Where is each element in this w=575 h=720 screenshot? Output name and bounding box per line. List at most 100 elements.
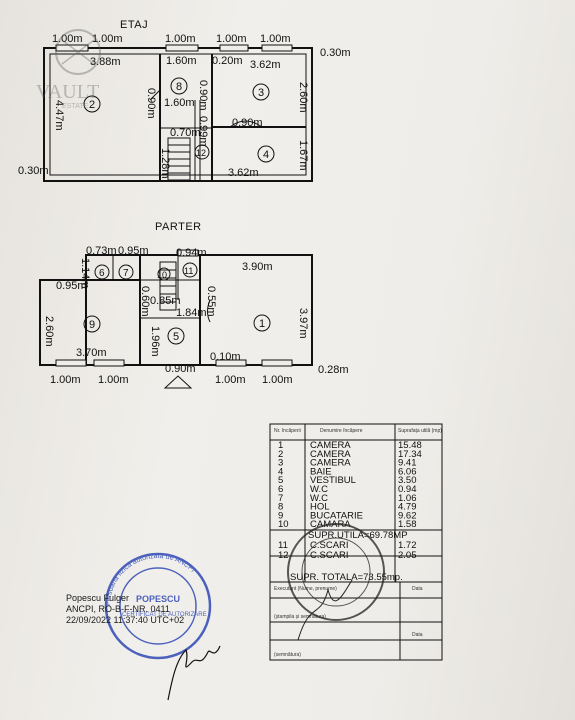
signature-timestamp: 22/09/2022 11:37:40 UTC+02 xyxy=(66,615,185,625)
etaj-room-numbers: 2 8 3 4 12 xyxy=(83,77,275,163)
dim-label: 2.60m xyxy=(297,82,309,113)
dim-label: 0.30m xyxy=(320,47,351,59)
table-cell-name: CAMERA xyxy=(310,440,351,451)
room-number: 4 xyxy=(263,149,269,161)
dim-label: 1.67m xyxy=(297,140,309,171)
table-cell-nr: 7 xyxy=(278,493,283,504)
dim-label: 0.30m xyxy=(18,165,49,177)
signer-authority: ANCPI, RO-B-F-NR. 0411 xyxy=(66,604,170,614)
room-number: 12 xyxy=(196,148,206,158)
table-cell-name: W.C xyxy=(310,493,328,504)
dim-label: 0.95m xyxy=(118,245,149,257)
table-cell-name: CAMERA xyxy=(310,458,351,469)
dim-label: 0.90m xyxy=(232,117,263,129)
table-cell-area: 1.58 xyxy=(398,519,417,530)
dim-label: 3.62m xyxy=(228,167,259,179)
parter-plan xyxy=(39,249,313,389)
parter-title: PARTER xyxy=(155,221,202,233)
dim-label: 3.88m xyxy=(90,56,121,68)
watermark-logo: VAULT ESTATE xyxy=(36,29,101,110)
table-cell-nr: 2 xyxy=(278,449,283,460)
dim-label: 1.00m xyxy=(92,33,123,45)
table-cell-area: 15.48 xyxy=(398,440,422,451)
etaj-dimensions: 1.00m 1.00m 1.00m 1.00m 1.00m 0.30m 3.88… xyxy=(18,33,351,179)
surf-total: SUPR. TOTALA=73.55mp. xyxy=(290,572,403,583)
dim-label: 0.90m xyxy=(165,363,196,375)
table-cell-nr: 3 xyxy=(278,458,283,469)
dim-label: 1.00m xyxy=(98,374,129,386)
stamp-name: POPESCU xyxy=(136,594,180,604)
dim-label: 1.00m xyxy=(50,374,81,386)
table-cell-name: BUCATARIE xyxy=(310,510,363,521)
watermark-text: VAULT xyxy=(36,81,99,103)
room-number: 8 xyxy=(176,81,182,93)
dim-label: 0.85m xyxy=(150,295,181,307)
dim-label: 1.00m xyxy=(262,374,293,386)
signature-scribble xyxy=(167,579,353,701)
table-cell-nr: 1 xyxy=(278,440,283,451)
table-cell-area: 6.06 xyxy=(398,466,417,477)
table-cell-area: 17.34 xyxy=(398,449,422,460)
room-number: 6 xyxy=(99,268,105,279)
digital-signature: Popescu Fulger ANCPI, RO-B-F-NR. 0411 22… xyxy=(66,593,184,626)
dim-label: 1.14m xyxy=(79,258,91,289)
table-cell-area: 1.06 xyxy=(398,493,417,504)
dim-label: 0.94m xyxy=(176,247,207,259)
table-head-name: Denumire încăpere xyxy=(320,428,363,434)
dim-label: 1.60m xyxy=(164,97,195,109)
dim-label: 0.99m xyxy=(197,116,209,147)
dim-label: 1.96m xyxy=(149,326,161,357)
table-cell-area: 9.62 xyxy=(398,510,417,521)
table-cell-area: 3.50 xyxy=(398,475,417,486)
surf-utila: SUPR.UTILA=69.78MP xyxy=(308,530,408,541)
table-cell-nr: 5 xyxy=(278,475,283,486)
dim-label: 1.84m xyxy=(176,307,207,319)
table-cell-nr: 11 xyxy=(278,540,288,551)
table-stamp xyxy=(287,523,385,621)
etaj-title: ETAJ xyxy=(120,19,148,31)
date-label-2: Data xyxy=(412,632,423,638)
room-table-frame xyxy=(269,423,443,661)
room-number: 2 xyxy=(89,99,95,111)
room-number: 9 xyxy=(89,319,95,331)
table-head-nr: Nr. încăperii xyxy=(274,428,301,434)
dim-label: 1.00m xyxy=(260,33,291,45)
dim-label: 0.20m xyxy=(212,55,243,67)
room-number: 7 xyxy=(123,268,129,279)
room-number: 10 xyxy=(157,270,167,280)
dim-label: 0.95m xyxy=(56,280,87,292)
table-cell-area: 4.79 xyxy=(398,502,417,513)
dim-label: 0.90m xyxy=(197,80,209,111)
table-cell-name: BAIE xyxy=(310,466,332,477)
table-cell-nr: 12 xyxy=(278,550,289,561)
room-table: Nr. încăperii Denumire încăpere Suprafaț… xyxy=(274,428,442,658)
dim-label: 0.70m xyxy=(170,127,201,139)
table-head-area: Suprafața utilă (mp) xyxy=(398,428,442,434)
table-cell-name: CAMERA xyxy=(310,449,351,460)
dim-label: 1.00m xyxy=(165,33,196,45)
dim-label: 0.10m xyxy=(210,351,241,363)
table-cell-area: 2.05 xyxy=(398,550,417,561)
dim-label: 1.28m xyxy=(159,148,171,179)
sign-label-2: (semnătura) xyxy=(274,652,301,658)
table-cell-nr: 4 xyxy=(278,466,283,477)
dim-label: 1.00m xyxy=(215,374,246,386)
dim-label: 0.28m xyxy=(318,364,349,376)
dim-label: 1.60m xyxy=(166,55,197,67)
room-number: 5 xyxy=(173,331,179,343)
dim-label: 1.00m xyxy=(52,33,83,45)
dim-label: 3.97m xyxy=(297,308,309,339)
table-cell-area: 9.41 xyxy=(398,458,417,469)
table-cell-name: VESTIBUL xyxy=(310,475,356,486)
dim-label: 0.55m xyxy=(205,286,217,317)
table-cell-area: 1.72 xyxy=(398,540,417,551)
room-number: 11 xyxy=(184,266,193,276)
dim-label: 3.70m xyxy=(76,347,107,359)
room-number: 1 xyxy=(259,318,265,330)
dim-label: 0.90m xyxy=(145,88,157,119)
table-cell-name: C.SCARI xyxy=(310,540,349,551)
table-cell-nr: 8 xyxy=(278,502,283,513)
